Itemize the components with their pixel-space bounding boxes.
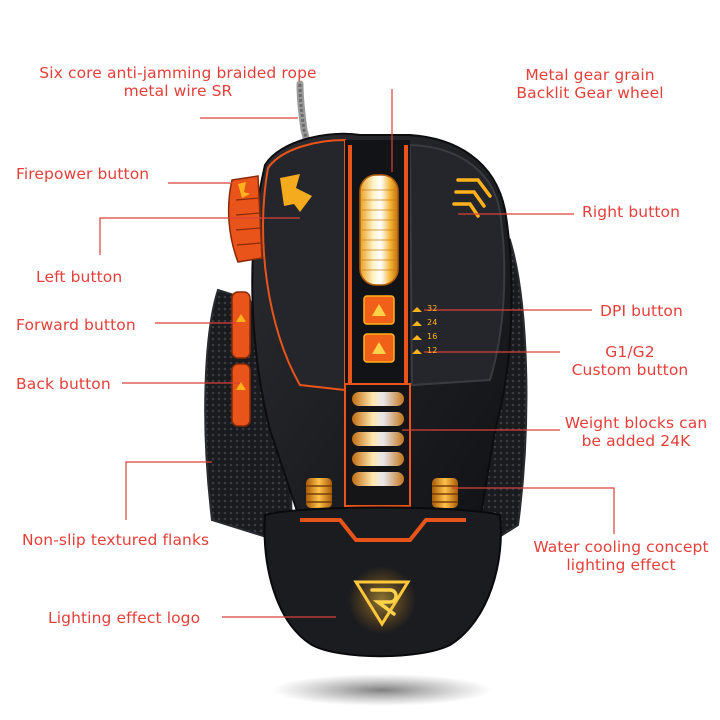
label-water-cooling-line1: Water cooling concept xyxy=(533,538,709,556)
dpi-level-24: 24 xyxy=(427,318,438,327)
label-braided-wire-line2: metal wire SR xyxy=(123,82,233,100)
label-right-button: Right button xyxy=(582,203,681,221)
dpi-level-32: 32 xyxy=(427,304,438,313)
label-non-slip-flanks: Non-slip textured flanks xyxy=(22,531,210,549)
label-dpi-button: DPI button xyxy=(600,302,683,320)
label-custom-button-line1: G1/G2 xyxy=(605,343,655,361)
label-weight-blocks-line1: Weight blocks can xyxy=(564,414,708,432)
label-water-cooling-line2: lighting effect xyxy=(566,556,676,574)
label-lighting-logo: Lighting effect logo xyxy=(48,609,201,627)
label-firepower-button: Firepower button xyxy=(16,165,150,183)
label-weight-blocks: Weight blocks can be added 24K xyxy=(556,414,716,450)
label-water-cooling: Water cooling concept lighting effect xyxy=(524,538,718,574)
dpi-level-12: 12 xyxy=(427,346,438,355)
label-braided-wire-line1: Six core anti-jamming braided rope xyxy=(39,64,317,82)
label-custom-button-line2: Custom button xyxy=(571,361,689,379)
label-gear-wheel-line1: Metal gear grain xyxy=(525,66,655,84)
label-back-button: Back button xyxy=(16,375,111,393)
label-gear-wheel-line2: Backlit Gear wheel xyxy=(516,84,664,102)
label-gear-wheel: Metal gear grain Backlit Gear wheel xyxy=(500,66,680,102)
label-forward-button: Forward button xyxy=(16,316,136,334)
label-weight-blocks-line2: be added 24K xyxy=(581,432,691,450)
dpi-level-16: 16 xyxy=(427,332,438,341)
label-custom-button: G1/G2 Custom button xyxy=(560,343,700,379)
label-left-button: Left button xyxy=(36,268,123,286)
label-braided-wire: Six core anti-jamming braided rope metal… xyxy=(18,64,338,100)
